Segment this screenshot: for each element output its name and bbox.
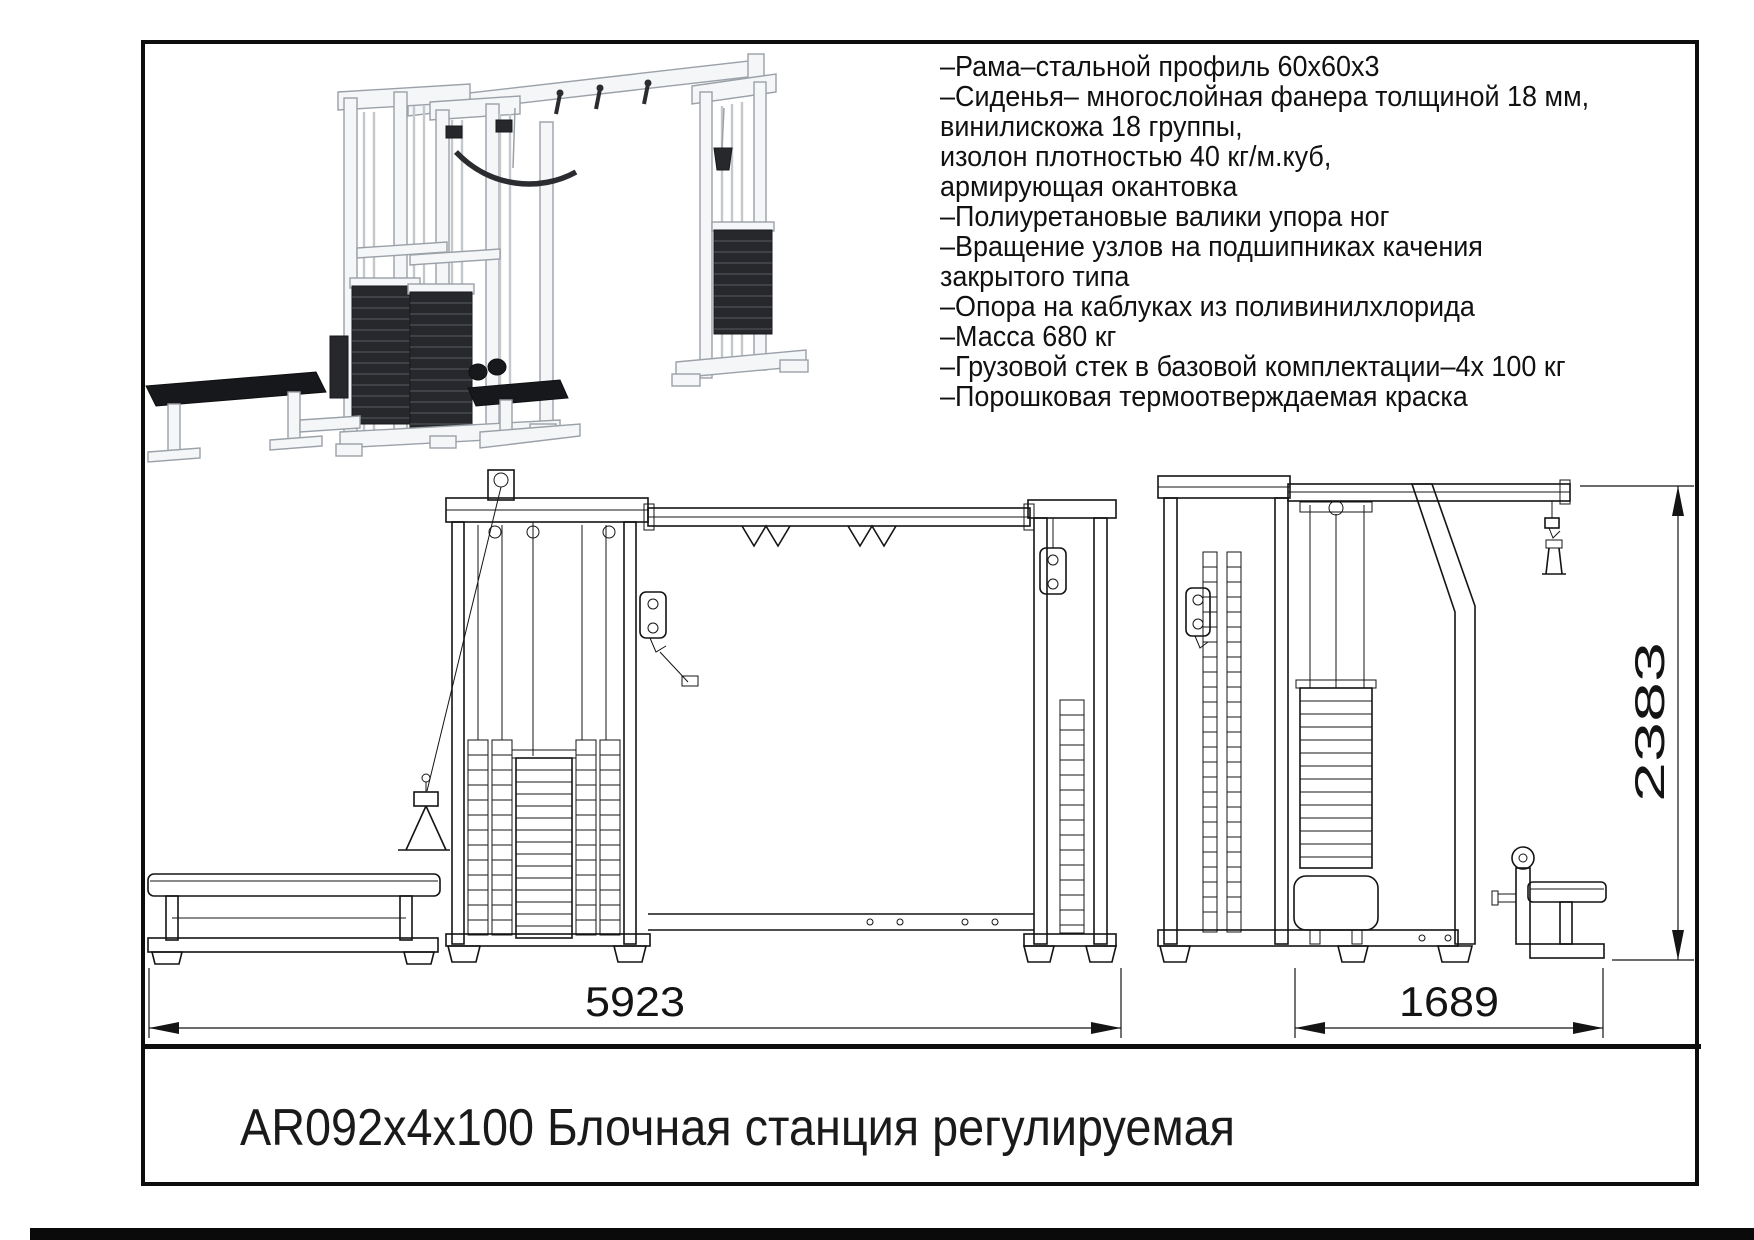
spec-line: винилискожа 18 группы, xyxy=(940,111,1243,143)
dimension-side-width: 1689 xyxy=(1294,968,1604,1038)
row-handle xyxy=(398,773,450,851)
bench-pad xyxy=(1527,881,1607,903)
spec-line: –Масса 680 кг xyxy=(940,321,1117,353)
weight-stack xyxy=(409,291,473,429)
beam-handle xyxy=(741,524,791,548)
cable-tower-3d xyxy=(671,73,809,387)
sheet-border xyxy=(141,40,1699,1186)
beam-handle xyxy=(847,524,897,548)
spec-line: –Полиуретановые валики упора ног xyxy=(940,201,1390,233)
title-divider xyxy=(143,1044,1701,1049)
dim-height-label: 2383 xyxy=(1626,642,1673,802)
bottom-black-bar xyxy=(30,1228,1754,1240)
bench-pad xyxy=(147,873,441,897)
weight-stack xyxy=(351,285,419,425)
spec-line: –Порошковая термоотверждаемая краска xyxy=(940,381,1468,413)
sheet-title: AR092x4x100 Блочная станция регулируемая xyxy=(240,1099,1236,1157)
bench-front xyxy=(147,873,441,965)
spec-line: изолон плотностью 40 кг/м.куб, xyxy=(940,141,1332,173)
lat-bar xyxy=(454,150,578,187)
dim-side-width-label: 1689 xyxy=(1399,978,1499,1025)
stack-shroud xyxy=(467,739,489,936)
weight-stack-front xyxy=(515,757,573,939)
handle-3d xyxy=(713,147,733,171)
right-tower-cap xyxy=(1027,499,1117,519)
spec-line: армирующая окантовка xyxy=(940,171,1238,203)
spec-line: закрытого типа xyxy=(940,261,1130,293)
spec-line: –Грузовой стек в базовой комплектации–4х… xyxy=(940,351,1566,383)
side-view xyxy=(1157,475,1607,963)
weight-stack-right xyxy=(1059,699,1085,934)
spec-list: –Рама–стальной профиль 60х60х3 –Сиденья–… xyxy=(940,52,1638,412)
angled-upright xyxy=(1410,483,1476,945)
spec-line: –Опора на каблуках из поливинилхлорида xyxy=(940,291,1475,323)
dim-front-width-label: 5923 xyxy=(585,978,685,1025)
spec-line: –Рама–стальной профиль 60х60х3 xyxy=(940,51,1380,83)
bench-pad xyxy=(145,371,327,407)
spec-line: –Вращение узлов на подшипниках качения xyxy=(940,231,1483,263)
front-view xyxy=(147,469,1118,965)
bench-side xyxy=(1491,846,1607,959)
spec-line: –Сиденья– многослойная фанера толщиной 1… xyxy=(940,81,1590,113)
knee-pad xyxy=(1293,875,1379,931)
beam-grips xyxy=(554,79,652,115)
dimension-front-width: 5923 xyxy=(148,968,1122,1038)
seat-3d xyxy=(467,358,581,449)
main-tower-3d xyxy=(329,83,578,457)
weight-stack xyxy=(713,229,773,335)
hanging-handle xyxy=(1542,501,1566,575)
bench-3d xyxy=(145,371,361,463)
weight-stack-side xyxy=(1299,687,1373,869)
render-3d xyxy=(145,53,809,463)
dimension-height: 2383 xyxy=(1580,485,1694,961)
